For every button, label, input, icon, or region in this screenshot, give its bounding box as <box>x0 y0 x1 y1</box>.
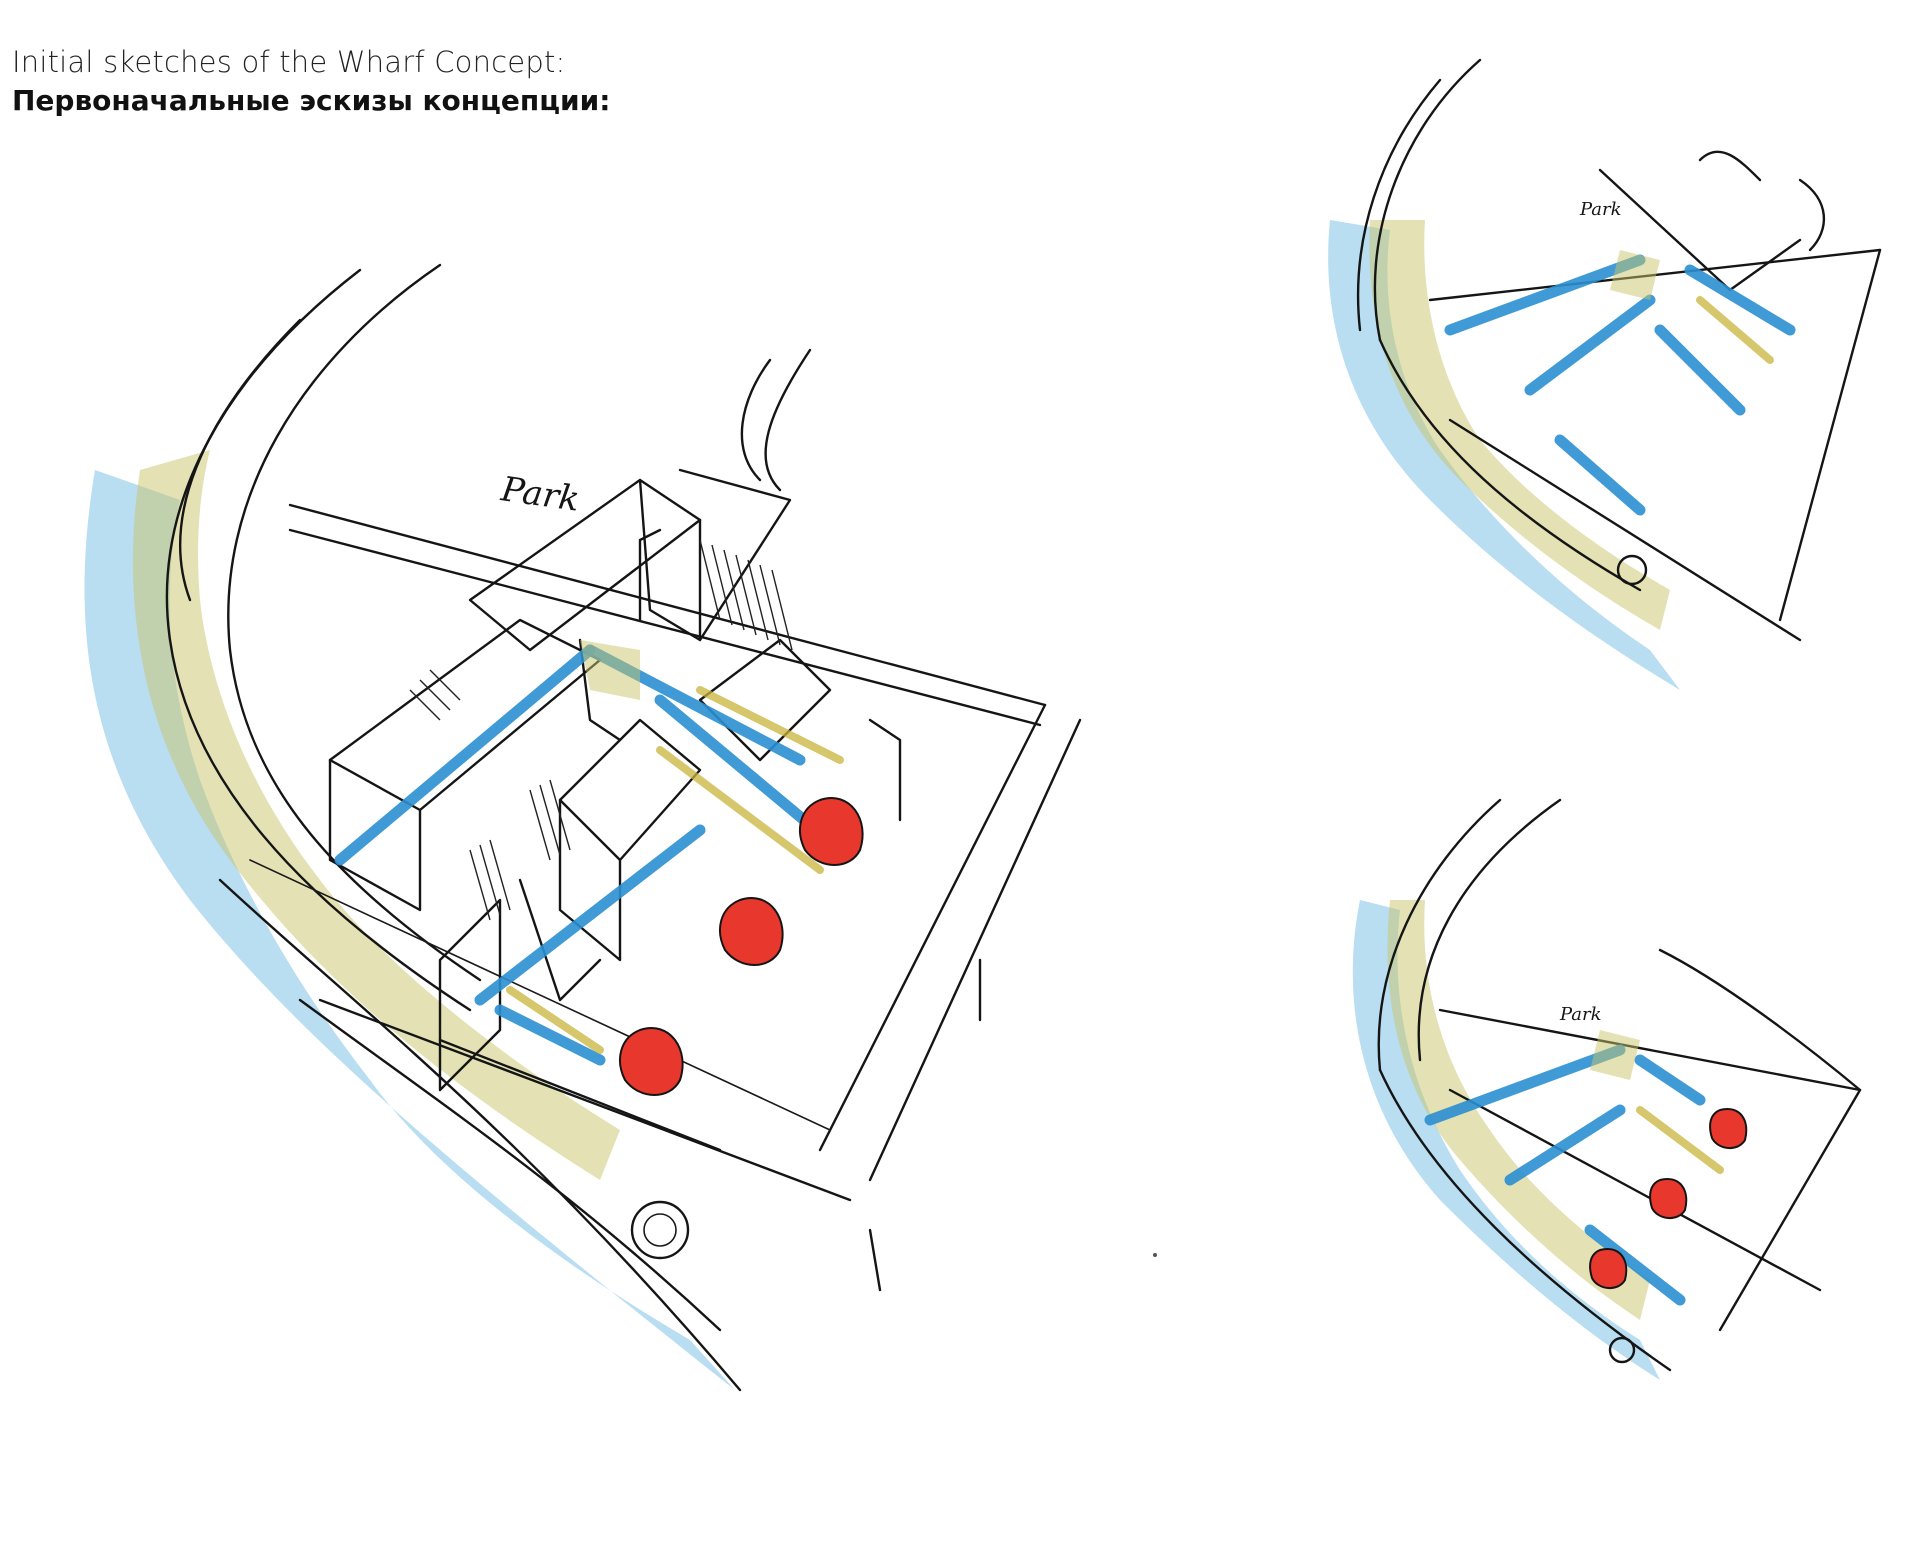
main-block-4 <box>638 478 702 642</box>
tr-ochre-patch <box>1610 250 1660 300</box>
stray-dot <box>1153 1253 1157 1257</box>
br-blue-strip-1 <box>1424 1044 1626 1126</box>
br-road-2 <box>1718 1088 1862 1332</box>
main-curve-3 <box>179 318 302 602</box>
main-road-7 <box>249 859 831 1131</box>
tr-water-wash <box>1328 220 1680 690</box>
top-right-sketch: Park <box>1328 58 1882 690</box>
main-curve-7 <box>764 348 812 492</box>
main-roundabout-outer <box>630 1200 690 1260</box>
tr-blue-strip-4 <box>1684 264 1796 336</box>
br-red-plaza-1 <box>1709 1108 1748 1149</box>
main-curve-5 <box>298 998 722 1332</box>
tr-road-5 <box>1698 150 1762 182</box>
main-block-6 <box>558 718 702 862</box>
br-water-wash <box>1352 900 1660 1380</box>
br-curve-2 <box>1417 798 1562 1062</box>
tr-curve-1 <box>1373 58 1482 342</box>
br-blue-strip-4 <box>1634 1054 1706 1106</box>
main-block-12 <box>868 718 902 822</box>
caption: Initial sketches of the Wharf Concept: П… <box>12 44 610 119</box>
main-curve-6 <box>740 358 772 482</box>
br-curve-3 <box>1378 1068 1672 1372</box>
main-tick-2 <box>868 1228 882 1292</box>
main-blue-strip-4 <box>474 824 706 1006</box>
tr-ochre-strip-1 <box>1696 296 1774 364</box>
main-quay-wash <box>132 450 620 1180</box>
tr-road-3 <box>1448 418 1802 642</box>
main-red-plaza-3 <box>619 1027 684 1096</box>
tr-roundabout <box>1616 554 1648 586</box>
br-blue-strip-2 <box>1504 1104 1626 1186</box>
br-blue-strip-3 <box>1584 1224 1686 1306</box>
main-curve-2 <box>227 263 482 982</box>
main-road-1 <box>288 503 1047 707</box>
bottom-right-sketch: Park <box>1352 798 1862 1380</box>
caption-english: Initial sketches of the Wharf Concept: <box>12 45 566 79</box>
main-block-2 <box>328 758 422 912</box>
br-ochre-strip-1 <box>1636 1106 1724 1174</box>
main-park-label: Park <box>498 469 582 520</box>
br-road-3 <box>1448 1088 1822 1292</box>
main-block-1 <box>328 618 602 812</box>
tr-curve-3 <box>1378 338 1642 592</box>
tr-blue-strip-5 <box>1654 324 1746 416</box>
tr-road-6 <box>1798 178 1825 252</box>
br-curve-1 <box>1377 798 1502 1072</box>
main-roundabout-inner <box>643 1213 677 1247</box>
br-red-plaza-3 <box>1589 1248 1628 1289</box>
main-curve-4 <box>218 878 742 1392</box>
tr-park-label: Park <box>1579 199 1622 220</box>
main-ochre-strip-3 <box>506 986 604 1054</box>
main-ochre-strip-2 <box>656 746 824 874</box>
br-ochre-patch <box>1590 1030 1640 1080</box>
main-road-6 <box>438 1038 722 1152</box>
main-red-plaza-1 <box>799 797 864 866</box>
main-block-11 <box>638 528 662 622</box>
main-road-5 <box>318 998 852 1202</box>
main-red-plaza-2 <box>719 897 784 966</box>
main-hatching <box>409 539 793 921</box>
main-blue-strip-5 <box>494 1004 606 1066</box>
main-road-3 <box>818 703 1047 1152</box>
tr-road-2 <box>1778 248 1882 622</box>
main-block-9 <box>518 878 602 1002</box>
main-block-13 <box>578 638 622 742</box>
main-block-5 <box>678 468 792 642</box>
br-park-label: Park <box>1559 1004 1602 1025</box>
br-road-1 <box>1438 1008 1862 1092</box>
tr-blue-strip-3 <box>1554 434 1646 516</box>
br-red-plaza-2 <box>1649 1178 1688 1219</box>
caption-russian: Первоначальные эскизы концепции: <box>12 83 611 117</box>
tr-blue-strip-2 <box>1524 294 1656 396</box>
main-road-4 <box>868 718 1082 1182</box>
main-block-8 <box>698 638 832 762</box>
main-sketch: Park <box>84 263 1082 1392</box>
main-road-2 <box>288 528 1042 727</box>
br-roundabout <box>1608 1336 1636 1364</box>
main-block-10 <box>438 898 502 1092</box>
br-road-4 <box>1658 948 1862 1092</box>
main-ochre-strip-1 <box>696 686 844 764</box>
main-ochre-patch <box>580 640 640 700</box>
main-blue-strip-1 <box>334 644 596 866</box>
tr-curve-2 <box>1356 78 1442 332</box>
tr-blue-strip-1 <box>1444 254 1646 336</box>
